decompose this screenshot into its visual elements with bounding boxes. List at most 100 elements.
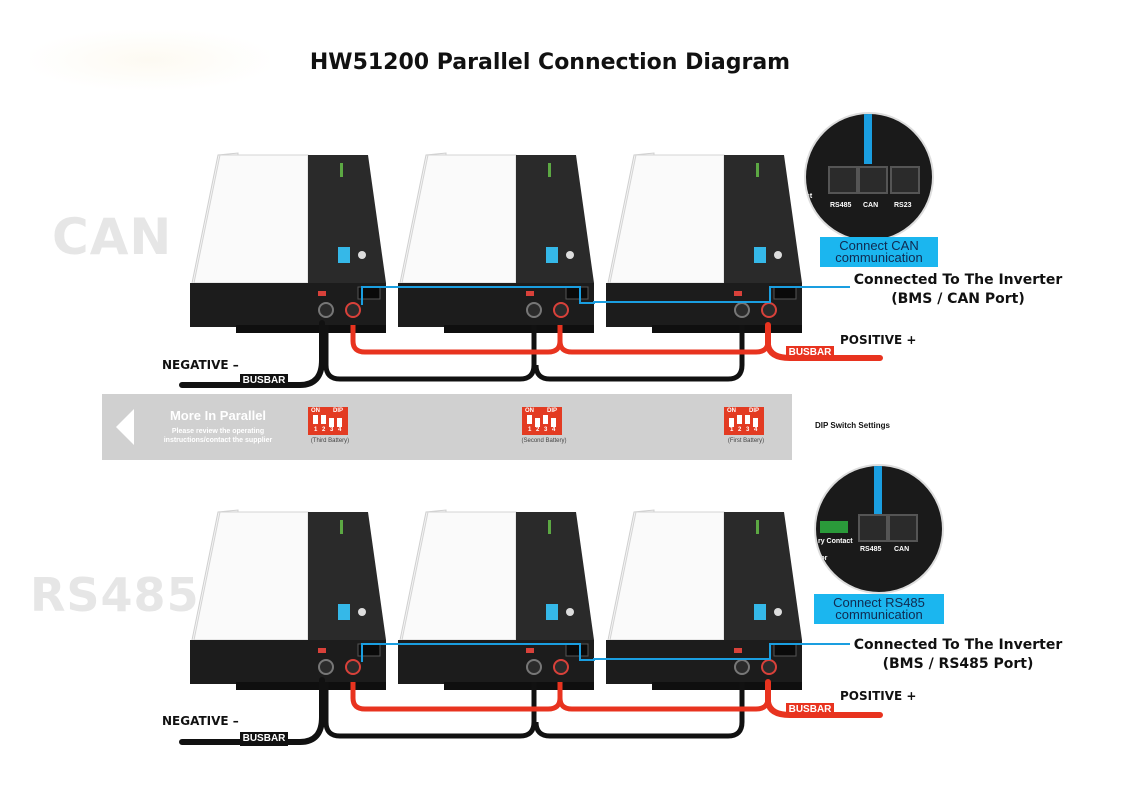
connect-can-box: Connect CAN communication: [820, 237, 938, 267]
battery-display: [338, 604, 350, 620]
negative-link-cable: [323, 325, 537, 382]
negative-terminal-icon: [318, 659, 334, 675]
dip-brand-label: DIP: [749, 408, 760, 414]
positive-terminal-icon: [553, 659, 569, 675]
battery-white-body: [609, 511, 725, 641]
brand-logo: [340, 163, 343, 177]
partial-label: ct: [806, 193, 813, 200]
dip-toggle: [745, 415, 750, 424]
battery-white-body: [401, 511, 517, 641]
dip-caption: (First Battery): [727, 438, 765, 444]
brand-logo: [548, 163, 551, 177]
rs485-port-zoom: ry Contact tor RS485 CAN: [816, 466, 942, 592]
note-line2: instructions/contact the supplier: [163, 437, 273, 444]
dip-toggle: [321, 415, 326, 424]
can-mode-label: CAN: [52, 208, 173, 266]
battery-display: [546, 247, 558, 263]
positive-busbar: BUSBAR: [786, 703, 834, 717]
positive-busbar: BUSBAR: [786, 346, 834, 360]
partial-label: tor: [818, 555, 828, 562]
communication-cable: [361, 286, 850, 305]
comm-box-line1: Connect CAN: [839, 238, 919, 253]
comm-cable: [874, 466, 882, 516]
dip-toggle: [535, 418, 540, 427]
positive-terminal-icon: [553, 302, 569, 318]
positive-terminal-icon: [345, 659, 361, 675]
negative-label: NEGATIVE –: [162, 714, 239, 728]
dry-contact-terminal: [820, 521, 848, 533]
dip-brand-label: DIP: [547, 408, 558, 414]
negative-terminal-icon: [526, 659, 542, 675]
dip-toggle: [527, 415, 532, 424]
dip-toggle: [543, 415, 548, 424]
power-button-icon: [358, 608, 366, 616]
dip-number: 4: [754, 427, 758, 433]
dip-indicator: [526, 291, 534, 296]
callout-line1: Connected To The Inverter: [853, 637, 1063, 653]
can-port-zoom: ct RS485 CAN RS23: [806, 114, 932, 240]
battery-display: [546, 604, 558, 620]
dip-indicator: [734, 291, 742, 296]
negative-terminal-icon: [734, 659, 750, 675]
battery-foot: [652, 682, 802, 690]
positive-label: POSITIVE +: [840, 333, 917, 347]
can-port: [888, 514, 918, 542]
can-port-label: CAN: [894, 546, 910, 553]
diagram-title: HW51200 Parallel Connection Diagram: [309, 50, 791, 75]
battery-front-panel: [308, 155, 386, 283]
dip-on-label: ON: [727, 408, 736, 414]
rs485-inverter-callout: Connected To The Inverter (BMS / RS485 P…: [852, 636, 1064, 674]
negative-terminal-icon: [526, 302, 542, 318]
power-button-icon: [358, 251, 366, 259]
comm-box-line1: Connect RS485: [833, 595, 925, 610]
negative-link-cable: [323, 682, 537, 739]
battery-foot: [236, 325, 386, 333]
battery-foot: [652, 325, 802, 333]
comm-port: [773, 643, 797, 657]
dip-brand-label: DIP: [333, 408, 344, 414]
battery-display: [754, 604, 766, 620]
battery-front-panel: [516, 155, 594, 283]
positive-terminal-icon: [761, 302, 777, 318]
negative-busbar: BUSBAR: [240, 374, 288, 388]
positive-terminal-icon: [345, 302, 361, 318]
rs485-port: [858, 514, 888, 542]
dip-number: 3: [330, 427, 334, 433]
negative-main-cable: [179, 320, 325, 388]
dip-toggle: [329, 418, 334, 427]
can-inverter-callout: Connected To The Inverter (BMS / CAN Por…: [852, 271, 1064, 309]
background-glow: [30, 30, 270, 90]
dip-number: 4: [552, 427, 556, 433]
callout-line2: (BMS / RS485 Port): [882, 656, 1034, 672]
battery-display: [754, 247, 766, 263]
negative-terminal-icon: [734, 302, 750, 318]
battery-white-body: [401, 154, 517, 284]
comm-box-line2: communication: [835, 607, 923, 622]
rs485-mode-label: RS485: [30, 568, 200, 622]
brand-logo: [340, 520, 343, 534]
dip-number: 2: [322, 427, 326, 433]
comm-box-line2: communication: [835, 250, 923, 265]
brand-logo: [756, 520, 759, 534]
can-port-label: CAN: [863, 202, 879, 209]
battery-display: [338, 247, 350, 263]
battery-white-body: [193, 511, 309, 641]
left-arrow-icon: [116, 409, 134, 445]
power-button-icon: [774, 608, 782, 616]
dip-toggle: [551, 418, 556, 427]
battery-foot: [236, 682, 386, 690]
negative-link-cable: [533, 325, 745, 382]
battery-foot: [444, 682, 594, 690]
dip-number: 2: [738, 427, 742, 433]
callout-line1: Connected To The Inverter: [853, 272, 1063, 288]
connect-rs485-box: Connect RS485 communication: [814, 594, 944, 624]
dip-number: 3: [544, 427, 548, 433]
dip-toggle: [313, 415, 318, 424]
negative-label: NEGATIVE –: [162, 358, 239, 372]
dip-indicator: [318, 648, 326, 653]
negative-main-cable: [179, 677, 325, 745]
dip-number: 4: [338, 427, 342, 433]
